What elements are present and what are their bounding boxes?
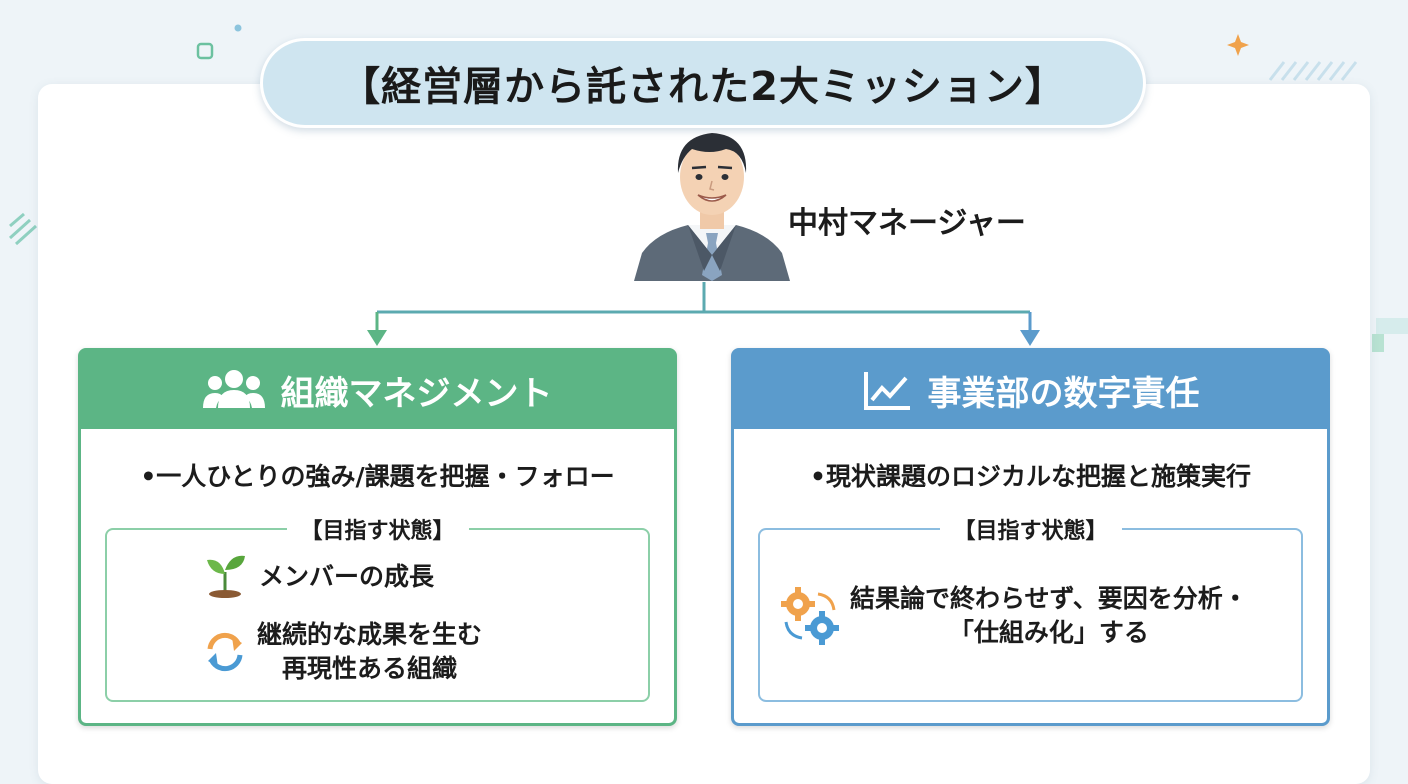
- mission-bullet: •一人ひとりの強み/課題を把握・フォロー: [140, 462, 615, 491]
- manager-avatar: [634, 133, 790, 281]
- page-title: 【経営層から託された2大ミッション】: [260, 38, 1146, 128]
- target-state-label: 【目指す状態】: [286, 513, 469, 545]
- arrow-down-icon: [367, 330, 387, 346]
- outcome-text-line: 「仕組み化」する: [948, 617, 1149, 647]
- mission-title: 事業部の数字責任: [927, 373, 1200, 414]
- arrow-down-icon: [1020, 330, 1040, 346]
- target-state-box: 【目指す状態】: [758, 513, 1303, 702]
- mission-card-business-numbers: 事業部の数字責任 •現状課題のロジカルな把握と施策実行 【目指す状態】: [731, 348, 1330, 726]
- outcome-text: メンバーの成長: [259, 562, 435, 591]
- people-icon: [202, 368, 265, 412]
- mission-bullet: •現状課題のロジカルな把握と施策実行: [810, 462, 1251, 491]
- line-chart-icon: [862, 368, 912, 412]
- mission-header: 事業部の数字責任: [734, 351, 1327, 429]
- target-state-box: 【目指す状態】 メンバーの成長: [105, 513, 650, 702]
- mission-header: 組織マネジメント: [81, 351, 674, 429]
- outcome-text-line: 再現性ある組織: [282, 653, 458, 683]
- target-state-label: 【目指す状態】: [939, 513, 1122, 545]
- outcome-item: メンバーの成長: [197, 552, 434, 598]
- mission-title: 組織マネジメント: [280, 373, 553, 414]
- manager-name: 中村マネージャー: [788, 206, 1026, 241]
- outcome-item: 継続的な成果を生む 再現性ある組織: [197, 618, 482, 686]
- sprout-icon: [197, 552, 253, 598]
- outcome-text-line: 結果論で終わらせず、要因を分析・: [850, 584, 1248, 613]
- connector-lines: [367, 282, 1040, 346]
- gears-icon: [776, 584, 844, 648]
- cycle-arrows-icon: [197, 629, 253, 675]
- outcome-text-line: 継続的な成果を生む: [257, 620, 483, 649]
- mission-card-organization: 組織マネジメント •一人ひとりの強み/課題を把握・フォロー 【目指す状態】 メン…: [78, 348, 677, 726]
- outcome-item: 結果論で終わらせず、要因を分析・ 「仕組み化」する: [776, 582, 1248, 650]
